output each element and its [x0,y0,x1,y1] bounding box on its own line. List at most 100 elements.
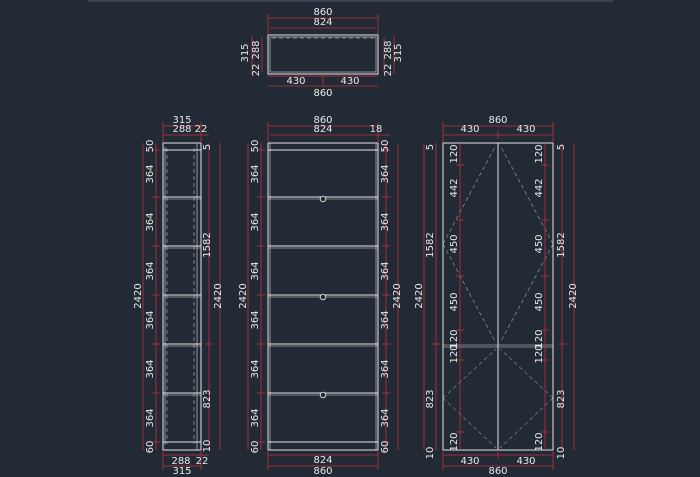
side-seg-0: 50 [145,140,156,153]
door-total-left: 2420 [414,283,425,308]
door-inner-right-1: 442 [534,178,545,197]
door-inner-right-ticks [541,164,549,433]
front-top-overall: 860 [313,115,332,126]
door-inner-left-3: 450 [449,292,460,311]
side-bottom-small: 22 [196,456,209,467]
door-inner-left-ticks [456,164,464,433]
plan-right-small: 22 [383,64,394,77]
front-right-seg-1: 364 [380,164,391,183]
side-top-small: 22 [195,124,208,135]
front-total-right: 2420 [392,283,403,308]
front-right-ticks [382,149,390,443]
door-opening-diagonals [442,144,554,449]
door-inner-left-0: 120 [449,144,460,163]
front-left-seg-3: 364 [250,261,261,280]
door-inner-left-4: 120 [449,329,460,348]
side-outline [162,142,202,451]
front-left-ticks [257,149,265,443]
door-view: 860 430 430 5 1582 823 10 2420 5 1582 82… [414,115,579,477]
door-top-right: 430 [516,124,535,135]
front-drawer-lines [268,149,378,443]
front-right-seg-6: 364 [380,408,391,427]
front-total-left: 2420 [238,283,249,308]
side-seg-1: 364 [145,164,156,183]
plan-right-inner: 288 [383,40,394,59]
front-right-seg-0: 50 [380,140,391,153]
door-upper-left: 1582 [425,232,436,257]
door-total-right: 2420 [568,283,579,308]
front-right-seg-3: 364 [380,261,391,280]
front-right-seg-7: 60 [380,441,391,454]
side-seg-4: 364 [145,310,156,329]
side-seg-2: 364 [145,212,156,231]
door-upper-right: 1582 [556,232,567,257]
side-bottom-inner: 288 [171,456,190,467]
front-top-inner: 824 [313,124,332,135]
door-left-top: 5 [425,144,436,150]
front-right-seg-2: 364 [380,212,391,231]
plan-left-inner: 288 [251,40,262,59]
side-shelves [163,149,201,443]
door-bottom-right: 430 [516,456,535,467]
plan-view: 860 824 315 288 22 288 22 315 430 430 86… [240,7,404,99]
front-left-seg-1: 364 [250,164,261,183]
door-inner-left-5: 120 [449,344,460,363]
plan-top-inner: 824 [313,17,332,28]
drawer-knob-icon [319,195,327,203]
door-bottom-right-small: 10 [556,447,567,460]
side-lower: 823 [202,389,213,408]
door-inner-right-2: 450 [534,234,545,253]
side-right-top: 5 [202,144,213,150]
side-view: 315 288 22 50 364 364 364 364 364 364 60… [133,115,224,477]
front-right-seg-4: 364 [380,310,391,329]
plan-bottom-overall: 860 [313,88,332,99]
side-top-overall: 315 [172,115,191,126]
door-inner-right-3: 450 [534,292,545,311]
door-bottom-left: 430 [460,456,479,467]
side-total: 2420 [133,283,144,308]
door-lower-right: 823 [556,389,567,408]
plan-left-small: 22 [251,64,262,77]
side-seg-6: 364 [145,408,156,427]
door-inner-left-2: 450 [449,234,460,253]
plan-bottom-left: 430 [286,76,305,87]
door-inner-right-5: 120 [534,344,545,363]
plan-inner [269,36,377,73]
front-bottom-overall: 860 [313,466,332,477]
door-inner-right-4: 120 [534,329,545,348]
front-bottom-inner: 824 [313,455,332,466]
side-left-ticks [152,149,160,443]
front-left-seg-4: 364 [250,310,261,329]
door-inner-left-1: 442 [449,178,460,197]
plan-bottom-right: 430 [340,76,359,87]
front-left-seg-0: 50 [250,140,261,153]
front-view: 860 824 18 50 364 364 364 364 364 364 60… [238,115,403,477]
door-right-top: 5 [556,144,567,150]
side-upper: 1582 [202,232,213,257]
door-top-left: 430 [460,124,479,135]
front-outline [267,142,379,451]
front-left-seg-6: 364 [250,408,261,427]
door-bottom-left-small: 10 [425,447,436,460]
plan-right-depth: 315 [393,43,404,62]
front-top-side: 18 [370,124,383,135]
front-left-seg-2: 364 [250,212,261,231]
front-left-seg-5: 364 [250,359,261,378]
side-seg-5: 364 [145,359,156,378]
top-scroll-strip [88,0,613,2]
door-inner-bottom-right: 120 [534,432,545,451]
front-left-seg-7: 60 [250,441,261,454]
drawer-knob-icon [319,391,327,399]
door-top-overall: 860 [488,115,507,126]
side-right-total: 2420 [213,283,224,308]
door-inner-right-0: 120 [534,144,545,163]
side-bottom-overall: 315 [172,466,191,477]
plan-top-overall: 860 [313,7,332,18]
side-seg-3: 364 [145,261,156,280]
side-right-bottom: 10 [202,440,213,453]
side-seg-7: 60 [145,441,156,454]
door-inner-bottom-left: 120 [449,432,460,451]
door-bottom-overall: 860 [488,466,507,477]
front-right-seg-5: 364 [380,359,391,378]
